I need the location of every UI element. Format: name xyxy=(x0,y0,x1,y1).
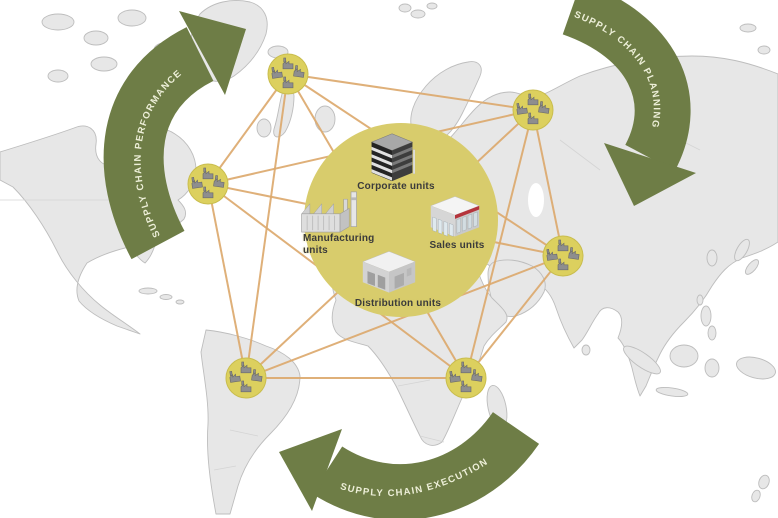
hub-label-sales-units: Sales units xyxy=(429,240,485,251)
southeast-asia-islands xyxy=(581,294,776,397)
landmass-ireland xyxy=(256,118,272,138)
hub-label-distribution-units: Distribution units xyxy=(354,298,442,309)
arrow-execution: SUPPLY CHAIN EXECUTION xyxy=(279,411,540,518)
caribbean-islands xyxy=(138,287,185,305)
new-zealand-islands xyxy=(751,474,770,503)
warehouse-icon xyxy=(362,251,416,293)
arrow-performance: SUPPLY CHAIN PERFORMANCE xyxy=(103,11,246,260)
network-link xyxy=(465,109,534,379)
arrow-head-planning xyxy=(604,143,696,206)
hub-label-manufacturing-units: Manufacturing units xyxy=(303,233,375,256)
network-link xyxy=(245,73,289,379)
factory-icon xyxy=(301,191,357,233)
arctic-russia-islands xyxy=(739,23,771,55)
network-link xyxy=(207,73,289,185)
landmass-south-america xyxy=(200,329,301,515)
arrow-head-execution xyxy=(279,429,342,511)
network-node-south-america xyxy=(226,358,266,398)
network-link xyxy=(207,183,247,379)
network-node-south-asia xyxy=(543,236,583,276)
network-node-northern-russia xyxy=(513,90,553,130)
japan-korea-islands xyxy=(706,238,759,275)
office-tower-icon xyxy=(370,133,416,182)
storefront-icon xyxy=(430,196,480,237)
network-link xyxy=(245,255,564,379)
network-link xyxy=(465,255,564,379)
arrow-head-performance xyxy=(179,11,246,95)
hub-circle xyxy=(304,123,498,317)
caspian-sea xyxy=(528,183,544,217)
network-link xyxy=(532,109,564,257)
landmass-denmark xyxy=(314,105,336,133)
network-node-east-africa xyxy=(446,358,486,398)
svalbard-islands xyxy=(398,2,438,19)
landmass-britain xyxy=(273,87,295,138)
network-node-northern-europe xyxy=(268,54,308,94)
hub-label-corporate-units: Corporate units xyxy=(357,181,435,192)
network-node-north-america xyxy=(188,164,228,204)
network-link xyxy=(287,73,534,111)
